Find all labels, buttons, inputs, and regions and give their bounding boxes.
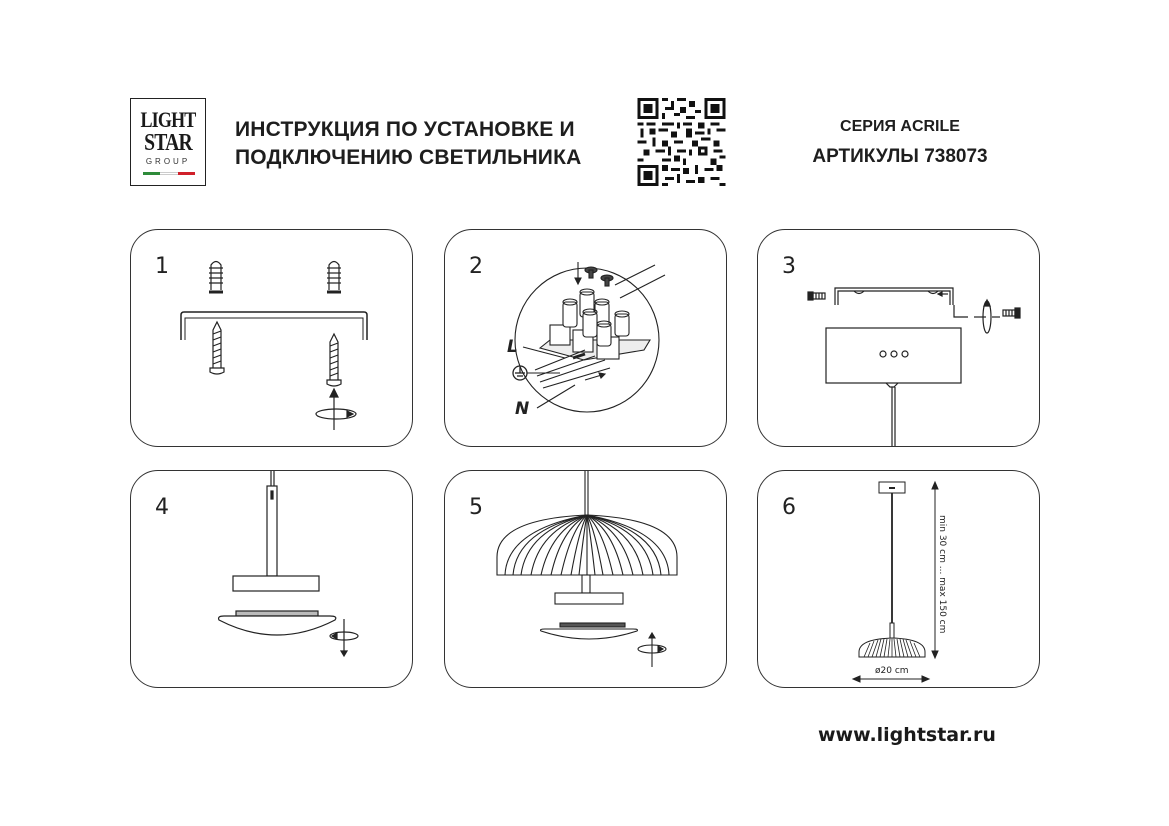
- dimensions-illustration: min 30 cm ... max 150 cm ø20 cm: [851, 480, 947, 683]
- website-link[interactable]: www.lightstar.ru: [818, 724, 996, 746]
- live-wire-label: L: [507, 337, 518, 357]
- wall-plug-icon: [209, 260, 223, 294]
- title-line-2: ПОДКЛЮЧЕНИЮ СВЕТИЛЬНИКА: [235, 146, 582, 169]
- terminal-block-wiring-illustration: L N: [507, 262, 666, 419]
- qr-code-icon: [637, 98, 726, 186]
- step-number: 3: [782, 254, 796, 279]
- terminal-screw-icon: [584, 266, 598, 279]
- document-title: ИНСТРУКЦИЯ ПО УСТАНОВКЕ И ПОДКЛЮЧЕНИЮ СВ…: [235, 116, 582, 172]
- screw-icon: [326, 332, 342, 387]
- step-number: 4: [155, 495, 169, 520]
- step-panel-2: 2: [444, 229, 727, 447]
- neutral-wire-label: N: [515, 399, 529, 419]
- rotate-arrow-icon: [315, 387, 357, 430]
- logo-text-light: LIGHT: [140, 107, 196, 132]
- diameter-label: ø20 cm: [875, 666, 909, 676]
- shade-ribs: [504, 514, 670, 576]
- ground-symbol-icon: [512, 365, 528, 381]
- screw-icon: [1002, 307, 1021, 319]
- brand-logo: LIGHT STAR GROUP: [130, 98, 206, 186]
- wall-plug-icon: [327, 260, 341, 294]
- height-range-label: min 30 cm ... max 150 cm: [937, 515, 947, 633]
- step-panel-1: 1: [130, 229, 413, 447]
- screw-icon: [209, 320, 225, 375]
- article-number-label: АРТИКУЛЫ 738073: [812, 146, 988, 167]
- rotate-arrow-icon: [982, 298, 992, 334]
- step-number: 6: [782, 495, 796, 520]
- logo-text-group: GROUP: [145, 157, 191, 166]
- logo-text-star: STAR: [144, 130, 193, 156]
- step-number: 1: [155, 254, 169, 279]
- series-label: СЕРИЯ ACRILE: [840, 118, 960, 135]
- step-panel-3: 3: [757, 229, 1040, 447]
- unscrew-diffuser-illustration: [217, 471, 359, 658]
- title-line-1: ИНСТРУКЦИЯ ПО УСТАНОВКЕ И: [235, 118, 575, 141]
- step-number: 5: [469, 495, 483, 520]
- step-number: 2: [469, 254, 483, 279]
- step-panel-6: 6 min 30 cm ... max 150 cm ø20 cm: [757, 470, 1040, 688]
- screw-icon: [807, 291, 826, 301]
- terminal-screw-icon: [600, 274, 614, 287]
- rotate-arrow-up-icon: [637, 631, 667, 667]
- bracket-canopy-illustration: [807, 287, 1021, 446]
- fit-shade-illustration: [496, 471, 678, 667]
- wall-plugs-bracket-screws-illustration: [180, 260, 368, 430]
- italian-flag-stripe: [143, 172, 195, 175]
- step-panel-5: 5: [444, 470, 727, 688]
- rotate-arrow-down-icon: [329, 619, 359, 658]
- step-panel-4: 4: [130, 470, 413, 688]
